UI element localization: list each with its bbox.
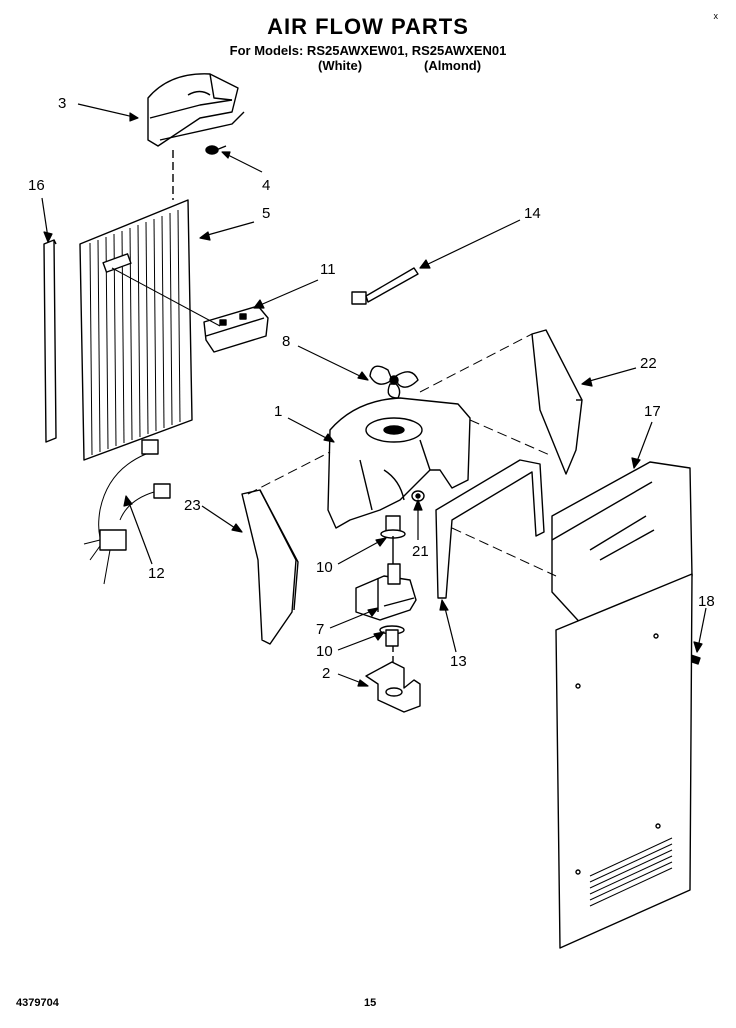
- callout-7: 7: [316, 621, 324, 638]
- callout-18: 18: [698, 593, 715, 610]
- callout-5: 5: [262, 205, 270, 222]
- callout-21: 21: [412, 543, 429, 560]
- rear-air-duct-panel: [555, 573, 693, 949]
- callout-10-lower: 10: [316, 643, 333, 660]
- part-1-fan-housing: [327, 397, 471, 529]
- part-11-bracket: [203, 305, 269, 353]
- part-16-foam-strip: [43, 239, 57, 443]
- part-10-grommet-upper: [380, 515, 406, 539]
- callout-22: 22: [640, 355, 657, 372]
- callout-8: 8: [282, 333, 290, 350]
- corner-mark: x: [713, 11, 719, 21]
- color-white-label: (White): [318, 58, 363, 73]
- alignment-lines: [247, 333, 557, 577]
- part-7-fan-motor: [355, 563, 417, 621]
- part-5-evaporator-grille: [79, 199, 193, 461]
- part-10-grommet-lower: [379, 625, 405, 647]
- callout-labels: 3 4 16 5 14 11 8 22 1 17 23 12 21 10 7 1…: [28, 95, 715, 682]
- part-14-probe: [351, 267, 419, 305]
- callout-12: 12: [148, 565, 165, 582]
- page-number: 15: [364, 997, 377, 1009]
- color-almond-label: (Almond): [424, 58, 482, 73]
- part-2-motor-bracket: [365, 661, 421, 713]
- callout-10-upper: 10: [316, 559, 333, 576]
- callout-1: 1: [274, 403, 282, 420]
- part-13-u-seal: [435, 459, 545, 599]
- callout-17: 17: [644, 403, 661, 420]
- callout-13: 13: [450, 653, 467, 670]
- leader-lines: [41, 103, 707, 687]
- part-22-side-panel: [531, 329, 583, 475]
- part-8-fan-blade: [369, 365, 419, 399]
- callout-11: 11: [320, 261, 336, 278]
- callout-4: 4: [262, 177, 270, 194]
- callout-14: 14: [524, 205, 541, 222]
- models-line: For Models: RS25AWXEW01, RS25AWXEN01: [229, 43, 507, 58]
- part-23-side-panel: [241, 489, 299, 645]
- document-number: 4379704: [16, 997, 59, 1009]
- callout-16: 16: [28, 177, 45, 194]
- callout-23: 23: [184, 497, 201, 514]
- page-title: AIR FLOW PARTS: [267, 14, 469, 39]
- part-3-duct-cover: [147, 73, 245, 147]
- callout-2: 2: [322, 665, 330, 682]
- part-12-wire-harness: [83, 439, 171, 585]
- callout-3: 3: [58, 95, 66, 112]
- part-4-screw: [205, 145, 227, 155]
